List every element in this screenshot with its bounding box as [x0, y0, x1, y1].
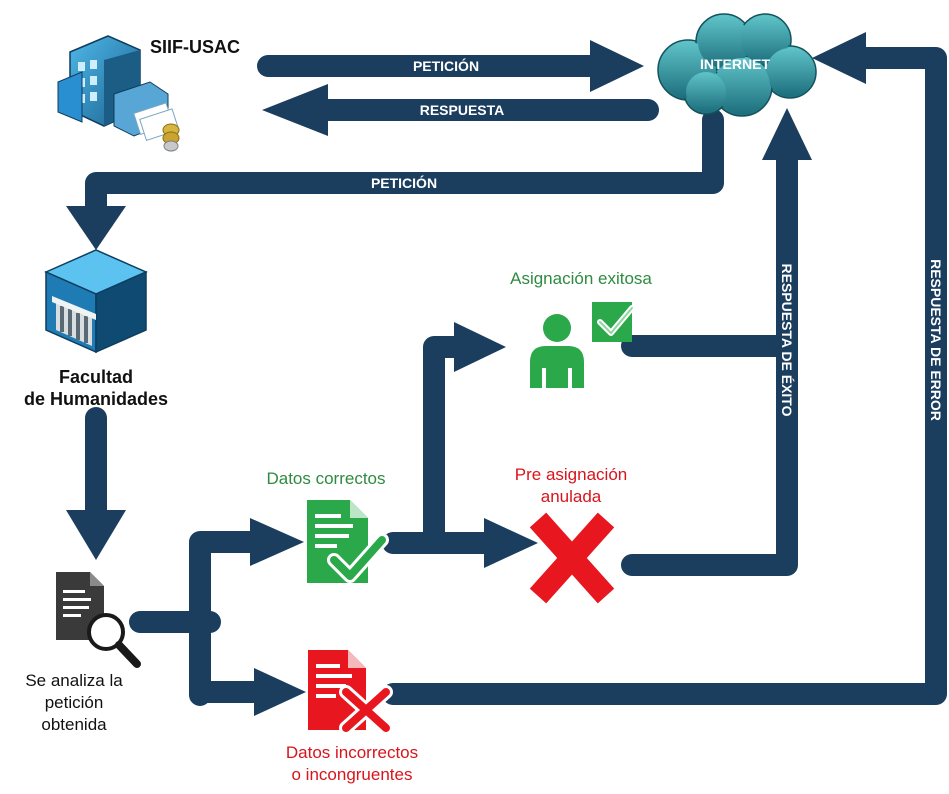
- arrow-branch-incorrectos: [189, 611, 273, 703]
- label-respuesta-error: RESPUESTA DE ERROR: [928, 259, 944, 421]
- analysis-label-line2: petición: [44, 693, 104, 712]
- pre-asignacion-label: Pre asignación anulada: [496, 464, 646, 508]
- arrow-fork-exitosa: [423, 336, 473, 554]
- arrow-peticion-mid: [85, 109, 724, 226]
- arrowheads: [66, 32, 866, 716]
- analysis-label-line1: Se analiza la: [25, 671, 123, 690]
- arrow-anulada-exito: [621, 149, 798, 576]
- pre-asignacion-line1: Pre asignación: [514, 465, 628, 484]
- label-respuesta-exito: RESPUESTA DE ÉXITO: [779, 264, 795, 417]
- datos-correctos-label: Datos correctos: [266, 469, 386, 488]
- arrowhead-siif: [262, 84, 328, 136]
- facultad-label: Facultad de Humanidades: [8, 366, 184, 410]
- label-respuesta-top: RESPUESTA: [420, 102, 505, 118]
- document-magnifier-icon: [56, 572, 141, 668]
- internet-label: INTERNET: [700, 56, 770, 72]
- label-peticion-top: PETICIÓN: [413, 57, 479, 74]
- arrowhead-internet: [590, 40, 644, 92]
- user-check-icon: [530, 302, 635, 388]
- arrowhead-error-left: [812, 32, 866, 84]
- document-x-icon: [308, 650, 393, 735]
- arrow-labels: PETICIÓN RESPUESTA PETICIÓN RESPUESTA DE…: [371, 57, 944, 421]
- document-check-icon: [307, 500, 389, 583]
- analysis-label: Se analiza la petición obtenida: [4, 670, 144, 736]
- arrowhead-anulada: [484, 518, 538, 568]
- arrowhead-incorrectos: [254, 668, 306, 716]
- analysis-label-line3: obtenida: [41, 715, 107, 734]
- siif-label: SIIF-USAC: [150, 37, 240, 57]
- red-x-icon: [529, 512, 615, 604]
- faculty-building-icon: [44, 249, 148, 354]
- arrowhead-correctos: [250, 518, 304, 566]
- arrowhead-analysis: [66, 510, 126, 560]
- asignacion-exitosa-label: Asignación exitosa: [510, 269, 652, 288]
- datos-incorrectos-label: Datos incorrectos o incongruentes: [262, 742, 442, 786]
- label-peticion-mid: PETICIÓN: [371, 174, 437, 191]
- cloud-icon: INTERNET: [657, 13, 817, 117]
- facultad-label-line1: Facultad: [58, 367, 133, 387]
- office-building-icon: [57, 35, 180, 152]
- arrowhead-exito-up: [762, 108, 812, 160]
- connector-lines: [85, 47, 947, 706]
- datos-incorrectos-line1: Datos incorrectos: [285, 743, 419, 762]
- facultad-label-line2: de Humanidades: [23, 389, 169, 409]
- datos-incorrectos-line2: o incongruentes: [291, 765, 413, 784]
- arrowhead-facultad: [66, 206, 126, 250]
- pre-asignacion-line2: anulada: [540, 487, 602, 506]
- arrowhead-exitosa: [454, 322, 506, 372]
- arrow-incorrectos-error: [382, 47, 947, 705]
